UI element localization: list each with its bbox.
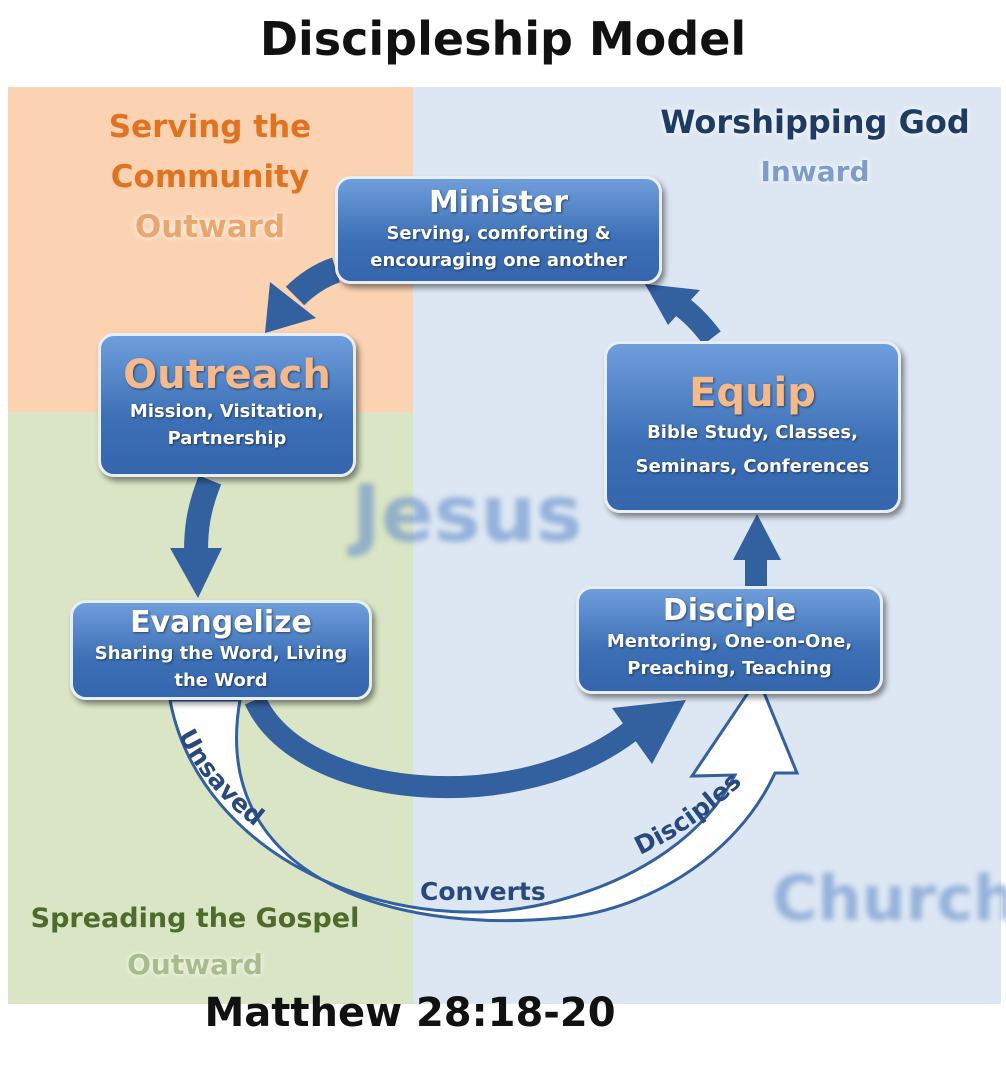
outreach-line2: Partnership <box>167 428 287 449</box>
evangelize-to-disciple-arrow <box>244 694 642 799</box>
evangelize-title: Evangelize <box>130 605 312 640</box>
serving-label: Serving the Community Outward <box>70 102 350 252</box>
gospel-label: Spreading the Gospel <box>30 903 360 934</box>
minister-to-outreach-arrow <box>285 257 341 306</box>
equip-to-minister-arrow <box>671 294 721 345</box>
converts-label: Converts <box>420 877 546 906</box>
disciple-line1: Mentoring, One-on-One, <box>606 631 853 652</box>
gospel-direction: Outward <box>127 948 263 981</box>
jesus-watermark: Jesus <box>352 470 583 560</box>
evangelize-line1: Sharing the Word, Living <box>94 643 348 664</box>
church-watermark: Church <box>772 862 1006 935</box>
disciple-to-equip-arrowhead <box>733 514 781 560</box>
outer-conversion-arrow <box>168 674 800 923</box>
minister-to-outreach-arrowhead <box>265 282 316 333</box>
evangelize-box: Evangelize Sharing the Word, Living the … <box>70 600 372 700</box>
equip-line1: Bible Study, Classes, <box>647 422 858 443</box>
evangelize-line2: the Word <box>174 670 268 691</box>
serving-line1: Serving the <box>108 109 312 145</box>
scripture-reference: Matthew 28:18-20 <box>204 990 616 1036</box>
equip-line2: Seminars, Conferences <box>635 456 870 477</box>
serving-line2: Community <box>110 159 310 195</box>
minister-line1: Serving, comforting & <box>386 223 611 244</box>
outreach-line1: Mission, Visitation, <box>129 401 325 422</box>
outreach-box: Outreach Mission, Visitation, Partnershi… <box>98 333 356 477</box>
disciple-title: Disciple <box>662 593 797 628</box>
equip-box: Equip Bible Study, Classes, Seminars, Co… <box>604 341 901 513</box>
disciple-box: Disciple Mentoring, One-on-One, Preachin… <box>576 586 883 694</box>
page-title: Discipleship Model <box>259 12 747 66</box>
minister-title: Minister <box>428 185 569 220</box>
evangelize-to-disciple-arrowhead <box>612 700 686 764</box>
worship-label: Worshipping God <box>660 103 970 141</box>
minister-line2: encouraging one another <box>370 250 627 271</box>
equip-title: Equip <box>689 370 816 416</box>
outreach-to-evangelize-arrowhead <box>170 548 222 598</box>
serving-direction: Outward <box>134 209 286 245</box>
equip-to-minister-arrowhead <box>645 284 700 325</box>
minister-box: Minister Serving, comforting & encouragi… <box>335 176 662 284</box>
worship-direction: Inward <box>760 155 870 188</box>
disciple-line2: Preaching, Teaching <box>627 658 832 679</box>
outreach-title: Outreach <box>123 352 331 398</box>
outreach-to-evangelize-arrow <box>184 475 222 553</box>
